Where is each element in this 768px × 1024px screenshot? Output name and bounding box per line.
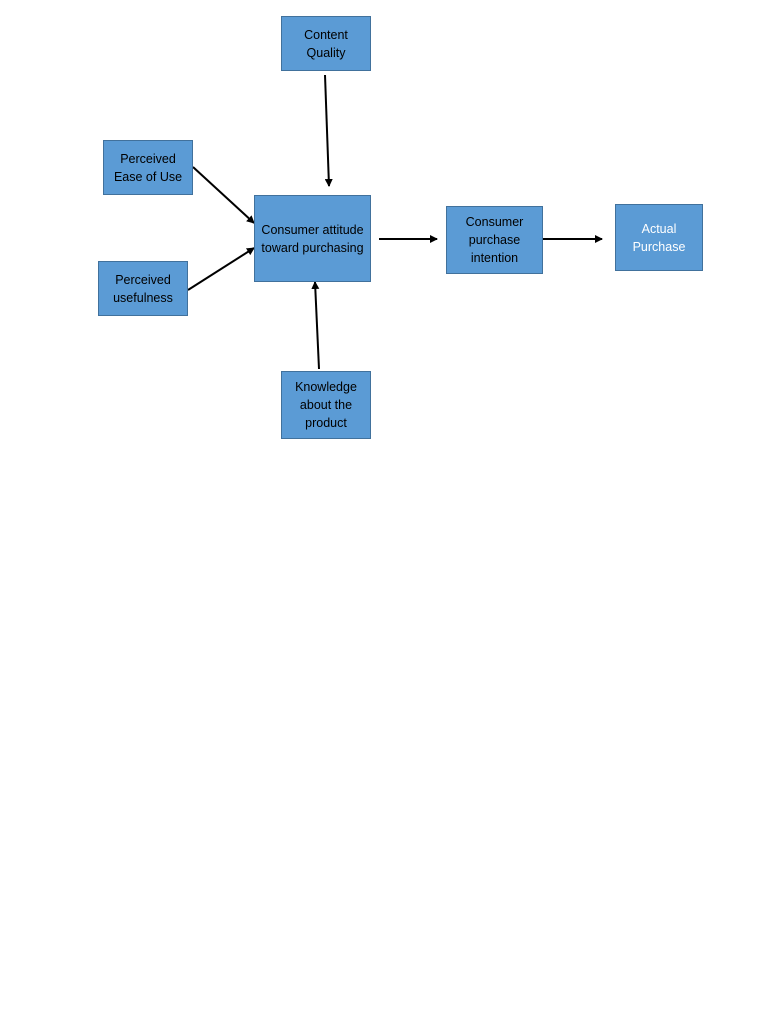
node-consumer-purchase-intention-label: Consumer purchase intention xyxy=(465,215,524,265)
node-content-quality: Content Quality xyxy=(281,16,371,71)
edge-content-quality-to-attitude xyxy=(324,74,333,187)
edge-usefulness-to-attitude xyxy=(187,247,255,291)
edge-knowledge-to-attitude xyxy=(311,281,320,370)
node-consumer-attitude: Consumer attitude toward purchasing xyxy=(254,195,371,282)
node-actual-purchase-label: Actual Purchase xyxy=(632,221,686,254)
edge-ease-of-use-to-attitude xyxy=(192,166,255,224)
node-perceived-usefulness-label: Perceived usefulness xyxy=(113,272,173,305)
node-perceived-ease-of-use: Perceived Ease of Use xyxy=(103,140,193,195)
node-perceived-ease-of-use-label: Perceived Ease of Use xyxy=(113,151,183,184)
node-consumer-attitude-label: Consumer attitude toward purchasing xyxy=(261,222,364,255)
node-knowledge-about-product-label: Knowledge about the product xyxy=(295,380,357,430)
node-knowledge-about-product: Knowledge about the product xyxy=(281,371,371,439)
node-content-quality-label: Content Quality xyxy=(304,27,348,60)
node-consumer-purchase-intention: Consumer purchase intention xyxy=(446,206,543,274)
node-actual-purchase: Actual Purchase xyxy=(615,204,703,271)
node-perceived-usefulness: Perceived usefulness xyxy=(98,261,188,316)
